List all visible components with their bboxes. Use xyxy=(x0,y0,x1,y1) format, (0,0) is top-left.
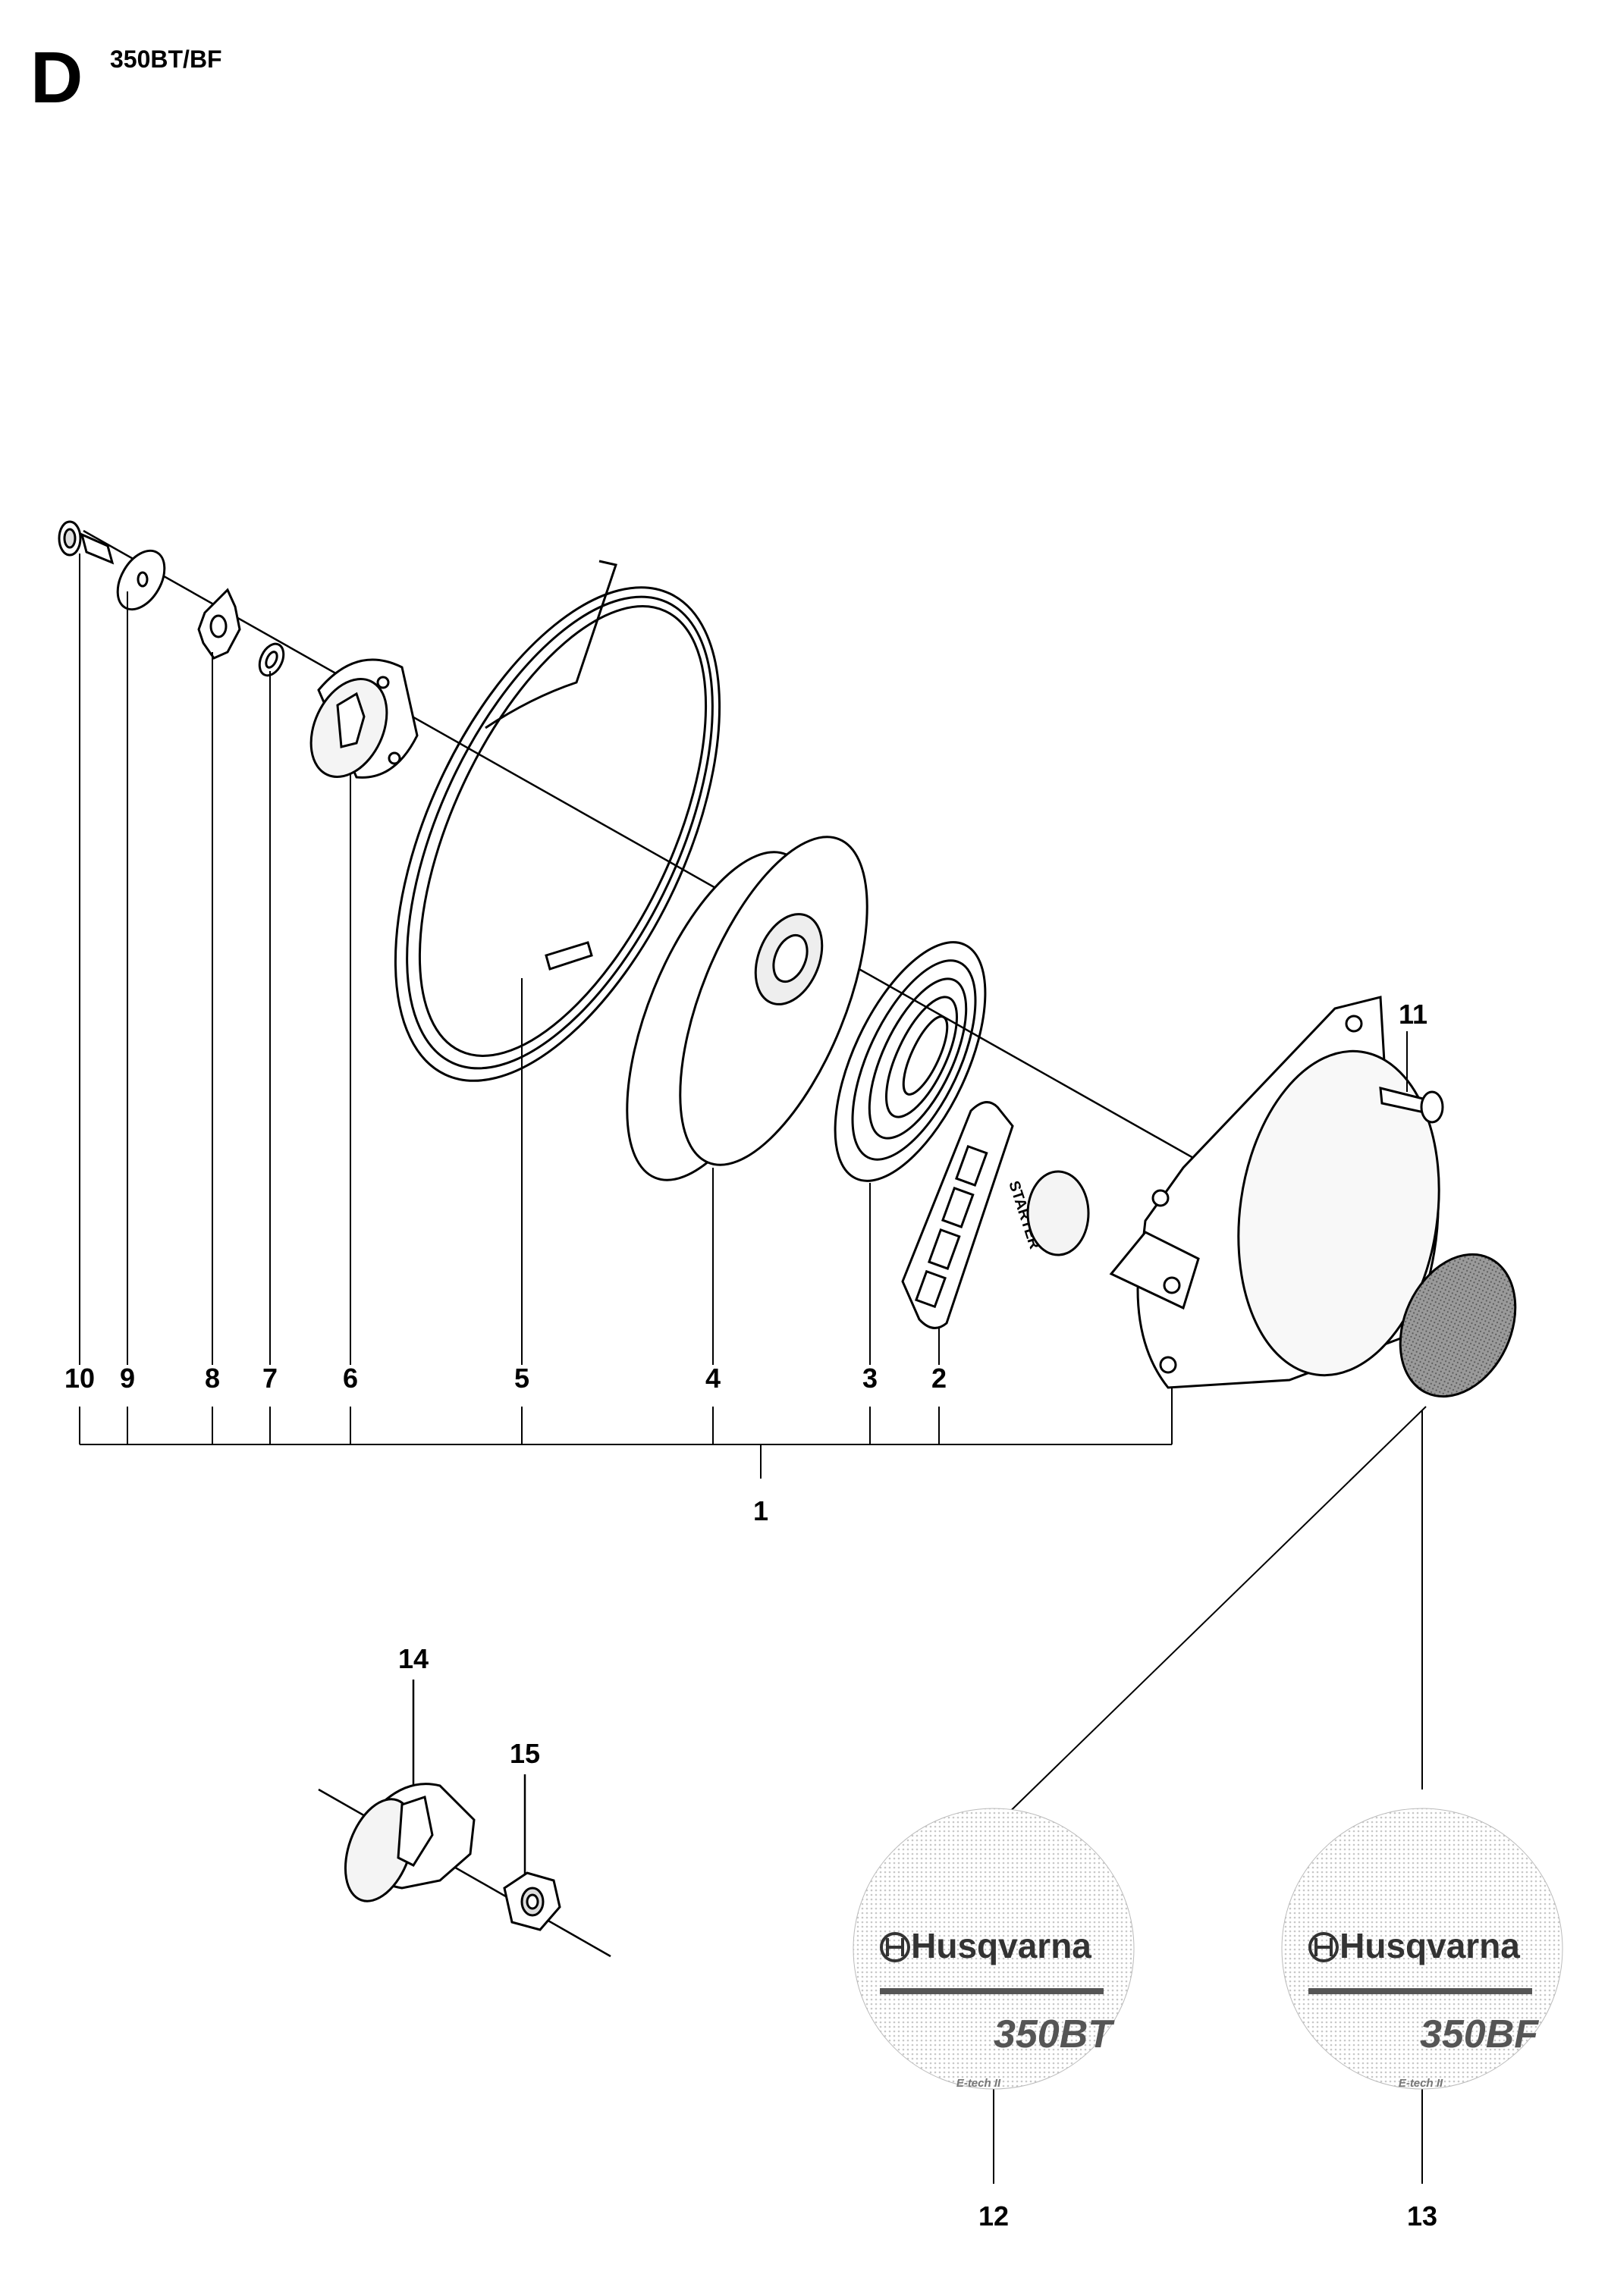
part-1-starter-housing xyxy=(1109,996,1440,1389)
callout-4: 4 xyxy=(705,1363,721,1394)
callout-13: 13 xyxy=(1407,2200,1437,2232)
part-13-dark-decal xyxy=(1399,1253,1517,1398)
part-5-starter-rope xyxy=(394,560,721,1082)
part-2-starter-handle: STARTER xyxy=(901,1101,1090,1329)
callout-15: 15 xyxy=(510,1738,540,1769)
callout-3: 3 xyxy=(862,1363,878,1394)
callout-6: 6 xyxy=(343,1363,358,1394)
callout-14: 14 xyxy=(398,1643,429,1674)
assembly-1-bracket xyxy=(79,554,1408,1479)
part-11-screw xyxy=(1379,1087,1444,1124)
part-6-pawl-hub xyxy=(309,658,419,779)
part-3-recoil-spring xyxy=(834,941,987,1182)
decal-13-350bf: Husqvarna 350BF E-tech II xyxy=(1281,1808,1563,2090)
callout-numbers: 10 9 8 7 6 5 4 3 2 1 11 12 13 14 15 xyxy=(64,999,1437,2232)
callout-11: 11 xyxy=(1399,999,1427,1030)
callout-7: 7 xyxy=(262,1363,278,1394)
decal-12-sub: E-tech II xyxy=(956,2077,1001,2090)
part-15-nut xyxy=(503,1871,561,1931)
model-title: 350BT/BF xyxy=(110,45,222,73)
decal-12-350bt: Husqvarna 350BT E-tech II xyxy=(853,1808,1135,2090)
callout-8: 8 xyxy=(205,1363,220,1394)
callout-1: 1 xyxy=(753,1495,768,1526)
decal-13-brand: Husqvarna xyxy=(1339,1926,1520,1965)
husqvarna-logo-icon xyxy=(1308,1932,1339,1962)
part-14-clutch-drum xyxy=(344,1783,476,1902)
section-letter: D xyxy=(30,37,83,118)
part-10-screw xyxy=(58,520,115,565)
callout-2: 2 xyxy=(931,1363,947,1394)
part-8-pawl-plate xyxy=(197,588,241,660)
callout-12: 12 xyxy=(978,2200,1009,2232)
decal-12-brand: Husqvarna xyxy=(911,1926,1091,1965)
decal-12-stripe xyxy=(880,1988,1104,1994)
callout-9: 9 xyxy=(120,1363,135,1394)
decal-13-model: 350BF xyxy=(1420,2012,1539,2056)
decal-12-model: 350BT xyxy=(994,2012,1115,2056)
part-4-rope-pulley xyxy=(626,836,868,1181)
part-7-clip xyxy=(258,642,285,677)
decal-13-sub: E-tech II xyxy=(1399,2077,1443,2090)
husqvarna-logo-icon xyxy=(880,1932,910,1962)
callout-5: 5 xyxy=(514,1363,529,1394)
decal-13-stripe xyxy=(1308,1988,1532,1994)
callout-10: 10 xyxy=(64,1363,95,1394)
part-9-washer xyxy=(116,549,166,611)
